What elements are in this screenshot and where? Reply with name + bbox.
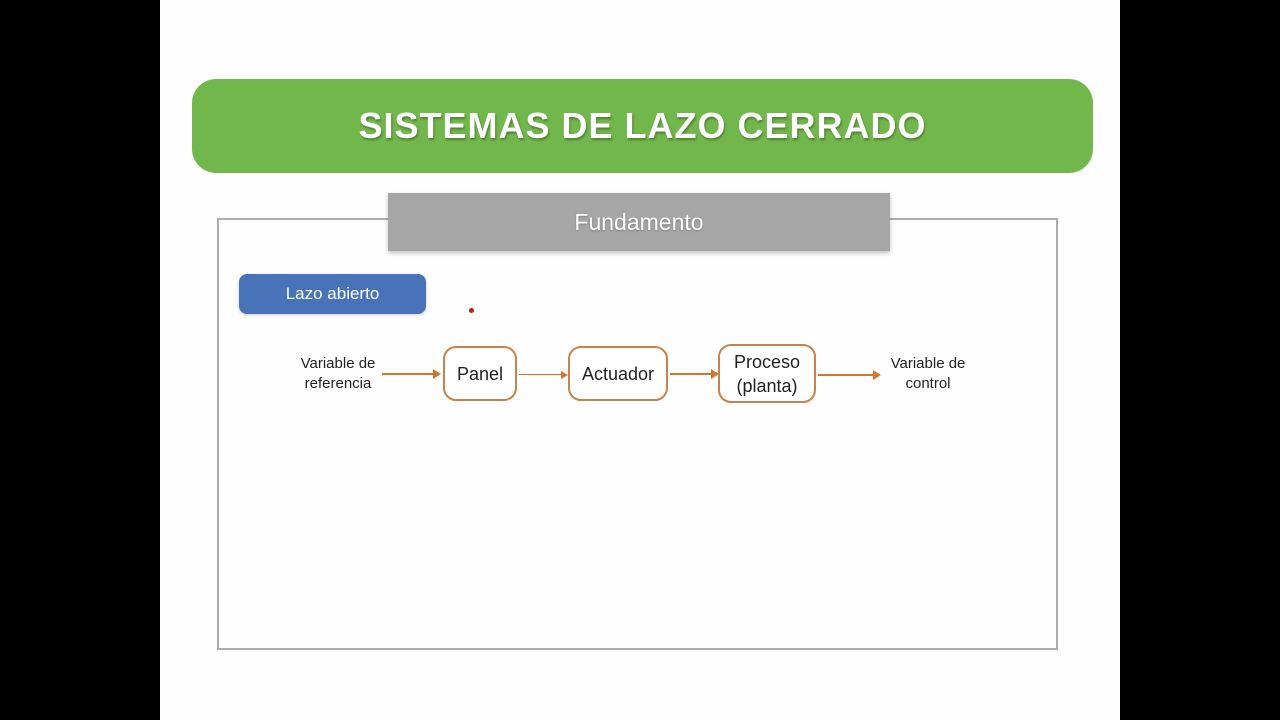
block-node-proceso-label-line2: (planta) <box>736 375 798 396</box>
block-node-panel: Panel <box>443 346 517 401</box>
diagram-input-label-line1: Variable de <box>300 355 376 372</box>
letterbox-left <box>0 0 160 720</box>
diagram-input-label: Variable de referencia <box>293 354 383 394</box>
letterbox-right <box>1120 0 1280 720</box>
diagram-input-label-line2: referencia <box>304 375 372 392</box>
lazo-abierto-tag: Lazo abierto <box>239 274 426 314</box>
section-banner-label: Fundamento <box>574 208 704 235</box>
diagram-output-label-line2: control <box>905 375 951 392</box>
flow-arrow-panel-to-actuador <box>519 374 561 375</box>
slide-title-banner: SISTEMAS DE LAZO CERRADO <box>192 79 1093 173</box>
flow-arrow-actuador-to-proceso <box>670 373 711 375</box>
block-node-panel-label: Panel <box>456 363 504 384</box>
block-node-proceso: Proceso (planta) <box>718 344 816 403</box>
block-node-actuador-label: Actuador <box>581 363 655 384</box>
block-node-proceso-label-line1: Proceso <box>733 351 801 372</box>
slide-title: SISTEMAS DE LAZO CERRADO <box>358 105 927 146</box>
flow-arrow-input-to-panel <box>382 373 433 375</box>
lazo-abierto-label: Lazo abierto <box>285 284 380 303</box>
section-banner: Fundamento <box>388 193 890 251</box>
flow-arrow-proceso-to-output <box>818 374 873 376</box>
block-node-actuador: Actuador <box>568 346 668 401</box>
diagram-output-label: Variable de control <box>882 354 974 394</box>
laser-pointer-dot <box>469 308 474 313</box>
diagram-output-label-line1: Variable de <box>890 355 966 372</box>
